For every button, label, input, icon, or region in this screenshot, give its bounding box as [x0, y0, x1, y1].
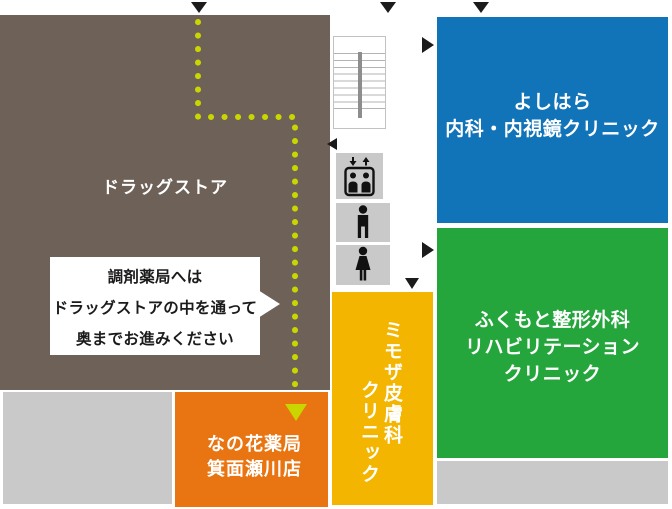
pharmacy-label: なの花薬局 箕面瀬川店: [207, 432, 302, 482]
entrance-arrow-yoshihara-icon: [422, 37, 434, 53]
pharmacy-name-line1: なの花薬局: [207, 434, 302, 455]
yoshihara-name-line1: よしはら: [513, 91, 592, 113]
corridor-right-area: [437, 461, 668, 504]
fukumoto-name-line1: ふくもと整形外科: [474, 308, 631, 331]
bubble-line-3: 奥までお進みください: [75, 330, 234, 348]
mimosa-name-column2: クリニック: [358, 380, 380, 485]
bubble-line-2: ドラッグストアの中を通って: [52, 299, 258, 317]
yoshihara-clinic-area: よしはら 内科・内視鏡クリニック: [437, 17, 668, 223]
mimosa-name-column1: ミモザ皮膚科: [381, 320, 403, 446]
mens-restroom-icon: [336, 203, 390, 242]
entrance-arrow-mimosa-icon: [405, 278, 419, 289]
mimosa-clinic-area: ミモザ皮膚科 クリニック: [332, 292, 433, 505]
fukumoto-name-line2: リハビリテーション: [464, 335, 641, 358]
bubble-line-1: 調剤薬局へは: [107, 268, 203, 286]
stairs-icon: [333, 36, 386, 129]
womens-restroom-icon: [336, 245, 390, 285]
mimosa-clinic-label: ミモザ皮膚科 クリニック: [357, 320, 403, 485]
drugstore-label: ドラッグストア: [102, 178, 228, 198]
yoshihara-name-line2: 内科・内視鏡クリニック: [445, 118, 660, 140]
entrance-arrow-drugstore-side-icon: [327, 138, 337, 150]
stairs-handrail: [358, 52, 362, 118]
entrance-arrow-top-yoshihara-icon: [473, 2, 489, 13]
guide-bubble: 調剤薬局へは ドラッグストアの中を通って 奥までお進みください: [50, 257, 260, 355]
fukumoto-name-line3: クリニック: [503, 362, 602, 385]
pharmacy-area: なの花薬局 箕面瀬川店: [175, 392, 328, 507]
fukumoto-clinic-area: ふくもと整形外科 リハビリテーション クリニック: [437, 228, 668, 458]
pharmacy-name-line2: 箕面瀬川店: [207, 459, 302, 480]
corridor-left-area: [3, 392, 172, 504]
entrance-arrow-fukumoto-icon: [422, 242, 434, 258]
elevator-icon: [336, 153, 383, 199]
bubble-tail: [258, 290, 280, 318]
entrance-arrow-top-corridor-icon: [380, 2, 396, 13]
entrance-arrow-top-drugstore-icon: [191, 2, 207, 13]
